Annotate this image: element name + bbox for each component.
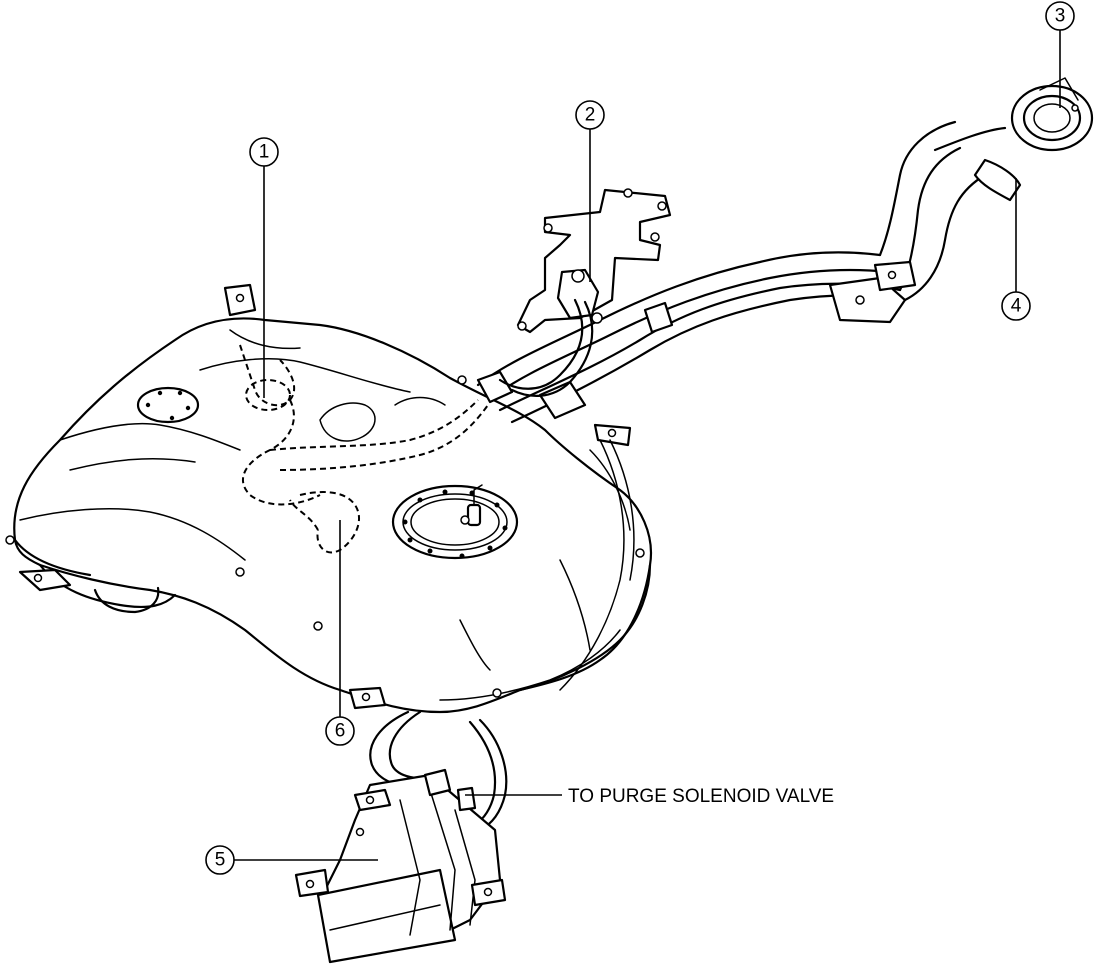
canister-5 — [294, 710, 508, 964]
callout-1-number: 1 — [259, 142, 270, 163]
purge-solenoid-label: TO PURGE SOLENOID VALVE — [568, 786, 834, 807]
callout-1-circle — [249, 137, 279, 167]
internal-pipes — [239, 344, 489, 554]
callout-3-number: 3 — [1055, 6, 1066, 27]
callout-6-circle — [325, 716, 355, 746]
callouts: 1 2 3 4 5 6 TO PURGE SOLENOID VALVE — [205, 1, 1075, 875]
callout-5-circle — [205, 845, 235, 875]
filler-pipes — [476, 77, 1094, 424]
bracket-2 — [498, 188, 672, 397]
callout-3-circle — [1045, 1, 1075, 31]
callout-4-number: 4 — [1011, 296, 1022, 317]
callout-5-number: 5 — [215, 850, 226, 871]
callout-2-number: 2 — [585, 105, 596, 126]
fuel-tank — [5, 283, 653, 714]
callout-2-circle — [575, 100, 605, 130]
callout-6-number: 6 — [335, 721, 346, 742]
callout-4-circle — [1001, 291, 1031, 321]
